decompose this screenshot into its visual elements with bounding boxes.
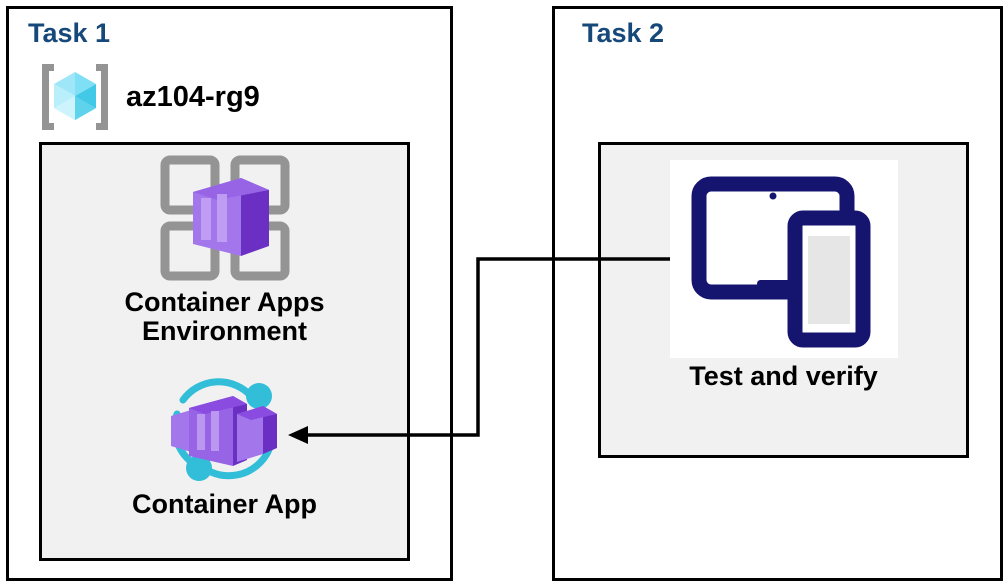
node-container-apps-environment: Container Apps Environment [39,152,410,346]
resource-group-row: az104-rg9 [36,58,260,136]
resource-group-icon [42,64,108,130]
container-app-icon [170,378,277,481]
container-app-caption: Container App [132,489,317,519]
container-apps-environment-caption: Container Apps Environment [124,287,325,347]
task-1-title: Task 1 [28,18,111,48]
devices-icon [691,176,870,348]
resource-group-label: az104-rg9 [126,80,260,113]
devices-icon-tile [669,160,898,358]
test-and-verify-caption: Test and verify [689,361,878,391]
container-apps-environment-icon [160,155,289,281]
task-2-title: Task 2 [582,18,665,48]
node-container-app: Container App [39,374,410,519]
node-test-and-verify: Test and verify [598,160,969,391]
